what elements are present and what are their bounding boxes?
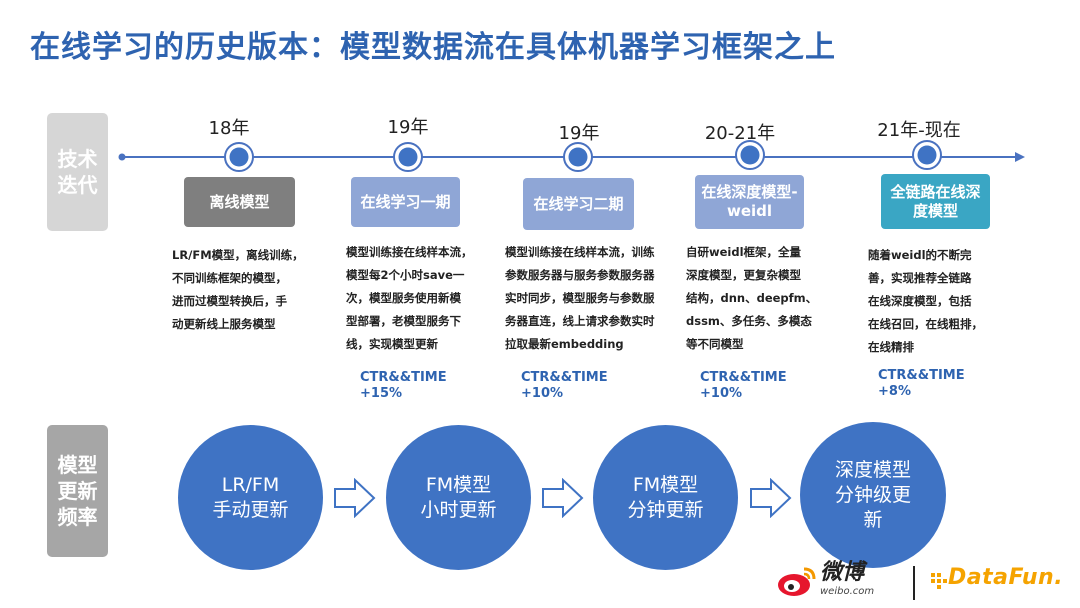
desc-line: 模型训练接在线样本流，训练 — [505, 245, 655, 259]
metric-name: CTR&&TIME — [878, 368, 965, 383]
desc-line: 线，实现模型更新 — [346, 337, 438, 351]
desc-line: 次，模型服务使用新模 — [346, 291, 461, 305]
stage-box-online-phase1: 在线学习一期 — [351, 177, 460, 227]
tech-iteration-label: 技术迭代 — [47, 113, 108, 231]
page-title: 在线学习的历史版本：模型数据流在具体机器学习框架之上 — [30, 30, 836, 65]
circle-line: FM模型 — [425, 473, 492, 496]
update-circle-manual: LR/FM 手动更新 — [178, 425, 323, 570]
circle-line: 分钟级更新 — [834, 483, 911, 531]
stage-box-label: 在线学习一期 — [360, 192, 451, 211]
tech-iteration-label-text: 技术迭代 — [57, 147, 98, 197]
stage-box-label: 在线学习二期 — [533, 194, 624, 213]
stage-desc-1: LR/FM模型，离线训练， 不同训练框架的模型， 进而过模型转换后，手 动更新线… — [172, 244, 322, 336]
metric-name: CTR&&TIME — [700, 370, 787, 385]
stage-metric-2: CTR&&TIME +15% — [360, 370, 447, 402]
desc-line: 等不同模型 — [686, 337, 744, 351]
desc-line: 不同训练框架的模型， — [172, 271, 287, 285]
stage-box-online-phase2: 在线学习二期 — [523, 178, 634, 230]
desc-line: 模型每2个小时save一 — [346, 268, 465, 282]
desc-line: dssm、多任务、多模态 — [686, 314, 812, 328]
circle-line: LR/FM — [221, 473, 280, 496]
timeline-start-dot — [118, 153, 126, 161]
year-label-5: 21年-现在 — [877, 120, 961, 141]
desc-line: 拉取最新embedding — [505, 337, 624, 351]
desc-line: 实时同步，模型服务与参数服 — [505, 291, 655, 305]
arrow-right-icon — [334, 478, 376, 518]
weibo-logo-text: 微博 — [820, 560, 865, 585]
year-label-2: 19年 — [387, 117, 429, 138]
weibo-logo-icon — [778, 567, 816, 596]
stage-metric-4: CTR&&TIME +10% — [700, 370, 787, 402]
year-label-4: 20-21年 — [704, 123, 776, 144]
metric-value: +8% — [878, 384, 911, 399]
stage-box-offline-model: 离线模型 — [184, 177, 295, 227]
datafun-logo-text: DataFun. — [948, 565, 1064, 590]
timeline-node-1 — [224, 142, 254, 172]
update-frequency-label-text: 模型更新频率 — [57, 453, 98, 529]
desc-line: 随着weidl的不断完 — [868, 248, 972, 262]
desc-line: 型部署，老模型服务下 — [346, 314, 461, 328]
desc-line: 务器直连，线上请求参数实时 — [505, 314, 655, 328]
desc-line: 在线精排 — [868, 340, 914, 354]
timeline-node-3 — [563, 142, 593, 172]
circle-line: 小时更新 — [420, 498, 497, 521]
stage-metric-3: CTR&&TIME +10% — [521, 370, 608, 402]
arrow-right-icon — [542, 478, 584, 518]
update-circle-deep-minute: 深度模型 分钟级更新 — [800, 422, 946, 568]
stage-desc-5: 随着weidl的不断完 善，实现推荐全链路 在线深度模型，包括 在线召回，在线粗… — [868, 244, 1018, 359]
metric-name: CTR&&TIME — [521, 370, 608, 385]
brand-divider — [913, 566, 915, 600]
timeline-node-5 — [912, 140, 942, 170]
year-label-3: 19年 — [558, 123, 600, 144]
desc-line: 深度模型，更复杂模型 — [686, 268, 801, 282]
stage-box-label: 在线深度模型-weidl — [701, 183, 798, 220]
stage-box-label: 全链路在线深度模型 — [890, 182, 981, 220]
circle-line: FM模型 — [632, 473, 699, 496]
desc-line: 结构，dnn、deepfm、 — [686, 291, 818, 305]
desc-line: 参数服务器与服务参数服务器 — [505, 268, 655, 282]
year-label-1: 18年 — [208, 118, 250, 139]
desc-line: 动更新线上服务模型 — [172, 317, 276, 331]
desc-line: 进而过模型转换后，手 — [172, 294, 287, 308]
stage-box-online-deep-weidl: 在线深度模型-weidl — [695, 175, 804, 229]
desc-line: 在线召回，在线粗排， — [868, 317, 983, 331]
timeline-arrowhead — [1015, 152, 1025, 162]
desc-line: 在线深度模型，包括 — [868, 294, 972, 308]
timeline-node-4 — [735, 140, 765, 170]
weibo-logo-url: weibo.com — [820, 586, 875, 597]
desc-line: 模型训练接在线样本流， — [346, 245, 473, 259]
stage-box-full-chain-deep: 全链路在线深度模型 — [881, 174, 990, 229]
stage-desc-3: 模型训练接在线样本流，训练 参数服务器与服务参数服务器 实时同步，模型服务与参数… — [505, 241, 680, 356]
metric-name: CTR&&TIME — [360, 370, 447, 385]
arrow-right-icon — [750, 478, 792, 518]
metric-value: +10% — [521, 386, 564, 401]
timeline-node-2 — [393, 142, 423, 172]
update-circle-hourly: FM模型 小时更新 — [386, 425, 531, 570]
stage-desc-4: 自研weidl框架，全量 深度模型，更复杂模型 结构，dnn、deepfm、 d… — [686, 241, 836, 356]
stage-metric-5: CTR&&TIME +8% — [878, 368, 965, 400]
update-circle-minute: FM模型 分钟更新 — [593, 425, 738, 570]
metric-value: +10% — [700, 386, 743, 401]
stage-desc-2: 模型训练接在线样本流， 模型每2个小时save一 次，模型服务使用新模 型部署，… — [346, 241, 496, 356]
update-frequency-label: 模型更新频率 — [47, 425, 108, 557]
desc-line: LR/FM模型，离线训练， — [172, 248, 304, 262]
circle-line: 深度模型 — [834, 458, 911, 481]
metric-value: +15% — [360, 386, 403, 401]
stage-box-label: 离线模型 — [209, 192, 270, 211]
circle-line: 分钟更新 — [627, 498, 704, 521]
datafun-logo-icon — [931, 573, 947, 589]
circle-line: 手动更新 — [212, 498, 289, 521]
desc-line: 自研weidl框架，全量 — [686, 245, 802, 259]
desc-line: 善，实现推荐全链路 — [868, 271, 972, 285]
